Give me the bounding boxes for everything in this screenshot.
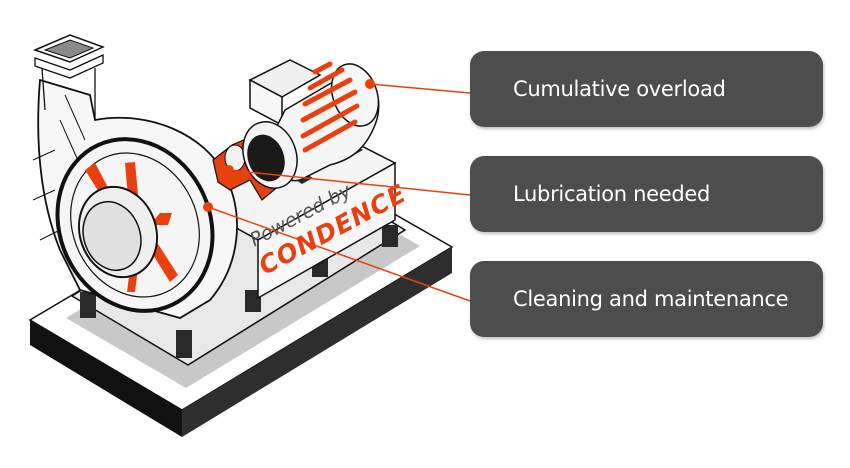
callout-line-overload xyxy=(369,83,471,94)
callout-line-lubrication xyxy=(228,169,471,196)
callout-label-lubrication-needed: Lubrication needed xyxy=(470,156,823,232)
callout-dot-overload xyxy=(365,79,375,89)
callout-dot-lubrication xyxy=(224,165,234,175)
fan-impeller xyxy=(55,137,215,313)
electric-motor xyxy=(242,59,380,189)
callout-dot-cleaning xyxy=(203,202,213,212)
callout-line-cleaning xyxy=(207,206,471,302)
callout-label-cleaning-maintenance: Cleaning and maintenance xyxy=(470,261,823,337)
callout-label-text: Cleaning and maintenance xyxy=(513,287,789,311)
callout-dots xyxy=(203,79,375,212)
callout-label-text: Cumulative overload xyxy=(513,77,726,101)
callout-lines xyxy=(207,83,471,302)
callout-label-cumulative-overload: Cumulative overload xyxy=(470,51,823,127)
callout-label-text: Lubrication needed xyxy=(513,182,711,206)
